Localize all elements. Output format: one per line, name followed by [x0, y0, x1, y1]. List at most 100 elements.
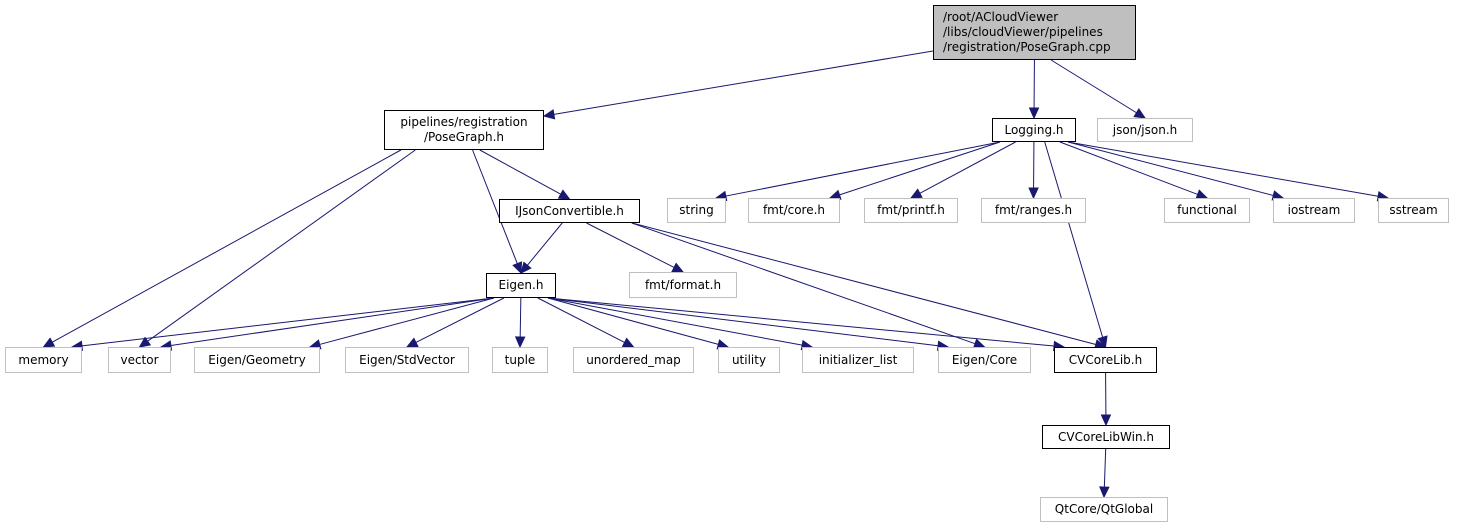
- edge-logging-to-functional: [1059, 141, 1198, 195]
- edge-ijson-to-eigencore: [631, 222, 976, 345]
- edge-logging-to-fmtcore: [839, 141, 1001, 196]
- edge-eigen-to-cvcorelib: [547, 297, 1055, 347]
- node-eigencore: Eigen/Core: [938, 347, 1031, 373]
- arrowhead-icon: [512, 261, 523, 275]
- node-cvcorelib[interactable]: CVCoreLib.h: [1054, 347, 1157, 373]
- node-label: fmt/core.h: [762, 203, 826, 217]
- edge-logging-to-sstream: [1067, 141, 1379, 197]
- node-label: Eigen/Core: [951, 352, 1018, 367]
- node-label: sstream: [1389, 203, 1438, 217]
- edge-posegraph-to-memory: [52, 149, 402, 343]
- edge-posegraph-to-eigen: [472, 149, 518, 264]
- edge-logging-to-string: [725, 141, 1001, 197]
- arrowhead-icon: [1100, 414, 1112, 427]
- node-label: iostream: [1287, 203, 1341, 217]
- node-label: vector: [120, 352, 159, 367]
- node-label: CVCoreLib.h: [1068, 352, 1143, 367]
- edge-eigen-to-vector: [170, 297, 495, 347]
- edge-posegraph-to-vector: [147, 149, 416, 342]
- node-label: CVCoreLibWin.h: [1058, 429, 1154, 444]
- node-geometry: Eigen/Geometry: [194, 347, 320, 373]
- node-label: unordered_map: [586, 352, 681, 367]
- arrowhead-icon: [1133, 107, 1147, 119]
- edge-cvcorelibwin-to-qtglobal: [1103, 448, 1107, 488]
- node-initlist: initializer_list: [802, 347, 914, 373]
- node-label: string: [679, 203, 714, 217]
- node-functional: functional: [1164, 198, 1250, 223]
- edge-ijson-to-fmtformat: [586, 222, 675, 268]
- node-label: memory: [18, 352, 69, 367]
- node-fmtcore: fmt/core.h: [748, 198, 840, 223]
- arrowhead-icon: [621, 337, 635, 348]
- arrowhead-icon: [520, 261, 532, 274]
- node-iostream: iostream: [1273, 198, 1355, 223]
- arrowhead-icon: [514, 336, 526, 349]
- edge-posegraph-to-ijson: [479, 149, 561, 195]
- arrowhead-icon: [405, 337, 419, 348]
- node-label: fmt/ranges.h: [994, 203, 1073, 217]
- edge-eigen-to-tuple: [519, 297, 522, 338]
- edge-logging-to-iostream: [1067, 141, 1274, 196]
- node-string: string: [667, 198, 726, 223]
- node-sstream: sstream: [1378, 198, 1449, 223]
- node-memory: memory: [5, 347, 82, 373]
- node-umap: unordered_map: [573, 347, 694, 373]
- node-label: Eigen.h: [498, 278, 544, 292]
- node-ijson[interactable]: IJsonConvertible.h: [499, 199, 640, 223]
- edge-eigen-to-stdvector: [415, 297, 505, 343]
- arrowhead-icon: [671, 262, 685, 273]
- arrowhead-icon: [542, 109, 556, 120]
- node-label: pipelines/registration: [400, 115, 528, 129]
- node-logging[interactable]: Logging.h: [992, 118, 1076, 142]
- node-posegraph[interactable]: pipelines/registration/PoseGraph.h: [384, 110, 544, 150]
- node-label: fmt/format.h: [644, 277, 722, 292]
- edge-eigen-to-geometry: [319, 297, 495, 345]
- arrowhead-icon: [1028, 107, 1040, 120]
- edge-ijson-to-cvcorelib: [631, 222, 1096, 345]
- node-fmtprintf: fmt/printf.h: [864, 198, 958, 223]
- arrowhead-icon: [557, 189, 571, 200]
- node-label: initializer_list: [818, 352, 898, 367]
- arrowhead-icon: [1099, 486, 1110, 499]
- edge-eigen-to-umap: [537, 297, 625, 343]
- node-fmtformat: fmt/format.h: [629, 272, 737, 298]
- edge-root-to-posegraph: [553, 50, 934, 115]
- arrowhead-icon: [1028, 187, 1039, 200]
- node-qtglobal: QtCore/QtGlobal: [1040, 497, 1168, 522]
- node-label: QtCore/QtGlobal: [1054, 502, 1154, 516]
- arrowhead-icon: [909, 188, 923, 199]
- node-label: /libs/cloudViewer/pipelines: [943, 25, 1103, 39]
- arrowhead-icon: [1097, 335, 1108, 349]
- edge-logging-to-fmtprintf: [919, 141, 1016, 194]
- arrowhead-icon: [42, 337, 56, 348]
- node-vector: vector: [108, 347, 171, 373]
- node-utility: utility: [718, 347, 780, 373]
- edge-eigen-to-eigencore: [547, 297, 939, 347]
- node-eigen[interactable]: Eigen.h: [486, 273, 556, 298]
- node-label: Eigen/StdVector: [359, 352, 455, 367]
- node-json: json/json.h: [1097, 118, 1193, 142]
- node-root[interactable]: /root/ACloudViewer/libs/cloudViewer/pipe…: [933, 5, 1136, 60]
- node-label: functional: [1177, 203, 1237, 217]
- node-label: IJsonConvertible.h: [515, 203, 624, 218]
- edge-eigen-to-memory: [81, 297, 495, 347]
- node-fmtranges: fmt/ranges.h: [981, 198, 1086, 223]
- node-cvcorelibwin[interactable]: CVCoreLibWin.h: [1042, 425, 1170, 449]
- edge-logging-to-cvcorelib: [1044, 141, 1104, 338]
- node-label: Logging.h: [1004, 122, 1064, 137]
- node-stdvector: Eigen/StdVector: [345, 347, 469, 373]
- edge-root-to-json: [1050, 59, 1137, 114]
- node-label: Eigen/Geometry: [208, 352, 306, 367]
- node-tuple: tuple: [492, 347, 548, 373]
- node-label: /registration/PoseGraph.cpp: [943, 40, 1111, 54]
- arrowhead-icon: [138, 336, 152, 348]
- edge-eigen-to-utility: [547, 297, 719, 345]
- node-label: utility: [731, 352, 767, 367]
- node-label: fmt/printf.h: [877, 203, 945, 217]
- edge-eigen-to-initlist: [547, 297, 803, 346]
- edge-ijson-to-eigen: [526, 222, 563, 266]
- node-label: /PoseGraph.h: [423, 130, 505, 144]
- node-label: /root/ACloudViewer: [943, 10, 1059, 24]
- node-label: tuple: [504, 352, 536, 367]
